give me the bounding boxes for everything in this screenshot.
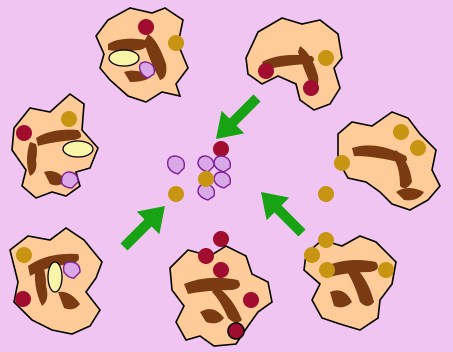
red-dot xyxy=(243,292,259,308)
gold-dot xyxy=(410,140,426,156)
red-dot xyxy=(138,19,154,35)
gold-dot xyxy=(168,35,184,51)
gold-dot xyxy=(318,186,334,202)
gold-dot xyxy=(334,155,350,171)
red-dot xyxy=(198,248,214,264)
red-dot xyxy=(258,63,274,79)
red-dot xyxy=(16,125,32,141)
red-dot xyxy=(303,80,319,96)
gold-dot xyxy=(378,262,394,278)
gold-dot xyxy=(168,186,184,202)
red-dot-outlined xyxy=(228,323,244,339)
gold-dot xyxy=(198,171,214,187)
vesicle xyxy=(48,262,62,292)
red-dot xyxy=(213,141,229,157)
red-dot xyxy=(213,231,229,247)
gold-dot xyxy=(318,232,334,248)
gold-dot xyxy=(319,262,335,278)
gold-dot xyxy=(61,111,77,127)
vesicle xyxy=(63,141,93,157)
vesicle xyxy=(109,50,139,66)
gold-dot xyxy=(16,247,32,263)
gold-dot xyxy=(318,50,334,66)
gold-dot xyxy=(304,247,320,263)
red-dot xyxy=(15,291,31,307)
red-dot xyxy=(213,262,229,278)
gold-dot xyxy=(393,124,409,140)
